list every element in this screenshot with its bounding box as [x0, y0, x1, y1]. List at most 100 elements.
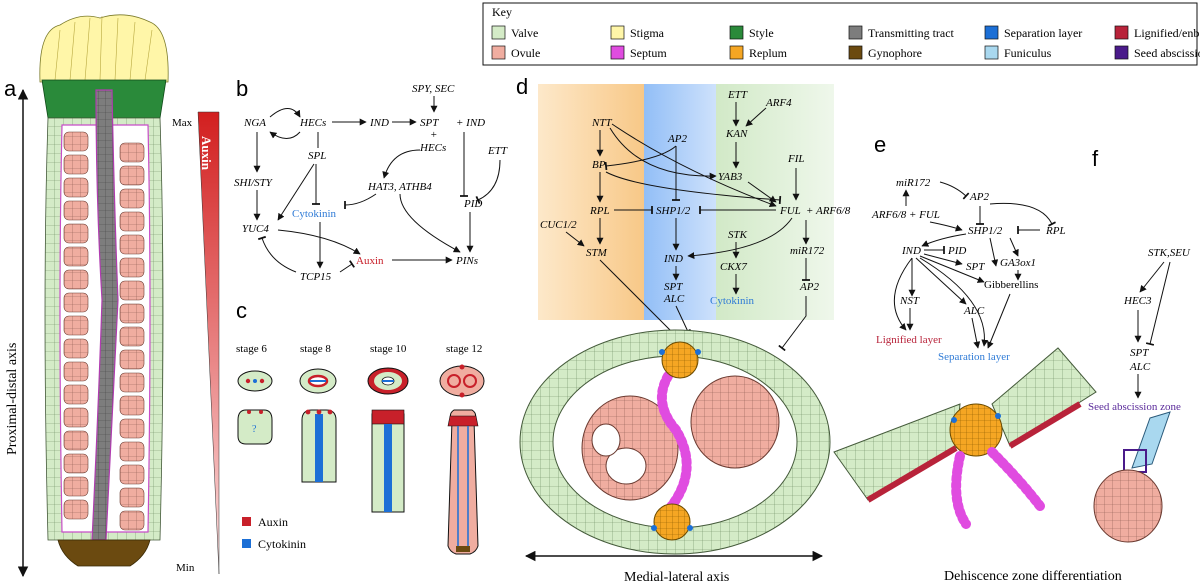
- gene-ind-e: IND: [901, 245, 921, 257]
- septum-e: [951, 447, 1045, 529]
- seed-f: [1093, 469, 1163, 543]
- ovule: [119, 303, 145, 324]
- gene-nst: NST: [899, 295, 920, 307]
- ovule: [119, 487, 145, 508]
- stigma-shape: [39, 14, 169, 83]
- gene-spt: SPT: [420, 117, 439, 129]
- ovule: [119, 326, 145, 347]
- panel-e: e miR172 AP2 ARF6/8 + FUL SHP1/2 RPL IND…: [833, 132, 1122, 584]
- gene-pid-e: PID: [947, 245, 966, 257]
- gene-hecs: HECs: [299, 117, 326, 129]
- stage-8-label: stage 8: [300, 343, 331, 355]
- cytokinin-d: Cytokinin: [710, 295, 755, 307]
- ovule: [63, 246, 89, 267]
- gene-alc-d: ALC: [663, 293, 685, 305]
- legend-auxin-swatch: [242, 517, 251, 526]
- gene-ful: FUL: [779, 205, 801, 217]
- medial-lateral-axis-label: Medial-lateral axis: [624, 570, 729, 585]
- panel-a-letter: a: [4, 76, 17, 101]
- key-swatch: [1114, 45, 1129, 60]
- key-label: Ovule: [511, 46, 540, 60]
- stage12-cross-section: [439, 365, 485, 397]
- gene-ett-b: ETT: [487, 145, 508, 157]
- cytokinin-b: Cytokinin: [292, 208, 337, 220]
- panel-f-letter: f: [1092, 146, 1099, 171]
- gene-mir172-d: miR172: [790, 245, 825, 257]
- gene-ga3ox1: GA3ox1: [1000, 257, 1036, 269]
- dehiscence-caption: Dehiscence zone differentiation: [944, 569, 1122, 584]
- gene-arf4: ARF4: [765, 97, 792, 109]
- key-label: Valve: [511, 26, 538, 40]
- gene-arf68: + ARF6/8: [806, 205, 851, 217]
- key-swatch: [729, 25, 744, 40]
- gynophore-shape: [57, 539, 151, 567]
- key-swatch: [848, 45, 863, 60]
- gene-stk-d: STK: [728, 229, 748, 241]
- panel-d-letter: d: [516, 74, 528, 99]
- key-label: Stigma: [630, 26, 665, 40]
- stage-12-label: stage 12: [446, 343, 482, 355]
- gene-shi-sty: SHI/STY: [234, 177, 274, 189]
- gene-hecs2: HECs: [419, 142, 446, 154]
- ovule: [119, 349, 145, 370]
- septum-d: [656, 365, 692, 513]
- key-swatch: [984, 45, 999, 60]
- replum-e: [949, 403, 1003, 457]
- panel-d: d NTT AP2 ETT ARF4 KAN BP YAB3 FIL RPL S…: [516, 74, 851, 585]
- panel-b-letter: b: [236, 76, 248, 101]
- stage-10-label: stage 10: [370, 343, 407, 355]
- gene-ap2-e: AP2: [969, 191, 989, 203]
- key-swatch: [1114, 25, 1129, 40]
- funiculus-f: [1131, 411, 1171, 469]
- gene-alc-e: ALC: [963, 305, 985, 317]
- key-label: Replum: [749, 46, 788, 60]
- ovule: [63, 177, 89, 198]
- gene-ind-d: IND: [663, 253, 683, 265]
- key-swatch: [848, 25, 863, 40]
- ovule: [119, 234, 145, 255]
- ovule: [119, 165, 145, 186]
- ovule: [63, 499, 89, 520]
- legend-auxin-label: Auxin: [258, 515, 288, 529]
- gene-pins: PINs: [455, 255, 478, 267]
- gene-rpl-e: RPL: [1045, 225, 1066, 237]
- ovule: [63, 407, 89, 428]
- gene-ap2-d: AP2: [667, 133, 687, 145]
- gene-spl: SPL: [308, 150, 326, 162]
- fruit-cross-section: [519, 329, 831, 555]
- gene-stk-seu: STK,SEU: [1148, 247, 1191, 259]
- key-swatch: [610, 45, 625, 60]
- gene-stm: STM: [586, 247, 608, 259]
- ovule: [119, 510, 145, 531]
- gene-ckx7: CKX7: [720, 261, 747, 273]
- key-label: Transmitting tract: [868, 26, 955, 40]
- gene-shp-e: SHP1/2: [968, 225, 1003, 237]
- stage12-gynoecium: [447, 409, 479, 555]
- dehiscence-zone-tissue: [833, 347, 1097, 529]
- ovule-right: [690, 375, 780, 469]
- gene-yab3: YAB3: [718, 171, 743, 183]
- key-swatch: [491, 25, 506, 40]
- panel-f: f STK,SEU HEC3 SPT ALC Seed abscission z…: [1088, 146, 1191, 543]
- gene-spt-d: SPT: [664, 281, 683, 293]
- gene-shp-d: SHP1/2: [656, 205, 691, 217]
- ovule: [119, 188, 145, 209]
- gene-yuc4: YUC4: [242, 223, 269, 235]
- panel-b: b NGA HECs IND SPT + HECs + IND SPY, SEC…: [234, 76, 508, 283]
- ovule: [119, 211, 145, 232]
- gene-spt-f: SPT: [1130, 347, 1149, 359]
- legend-cytokinin-label: Cytokinin: [258, 537, 306, 551]
- gene-mir172-e: miR172: [896, 177, 931, 189]
- ovule: [63, 200, 89, 221]
- ovule: [63, 384, 89, 405]
- ovule: [63, 269, 89, 290]
- gene-cuc: CUC1/2: [540, 219, 577, 231]
- ovule: [63, 315, 89, 336]
- gene-ntt: NTT: [591, 117, 612, 129]
- key-swatch: [984, 25, 999, 40]
- gene-spy-sec: SPY, SEC: [412, 83, 455, 95]
- gene-hat3-athb4: HAT3, ATHB4: [367, 181, 432, 193]
- valve-right-e: [991, 347, 1097, 447]
